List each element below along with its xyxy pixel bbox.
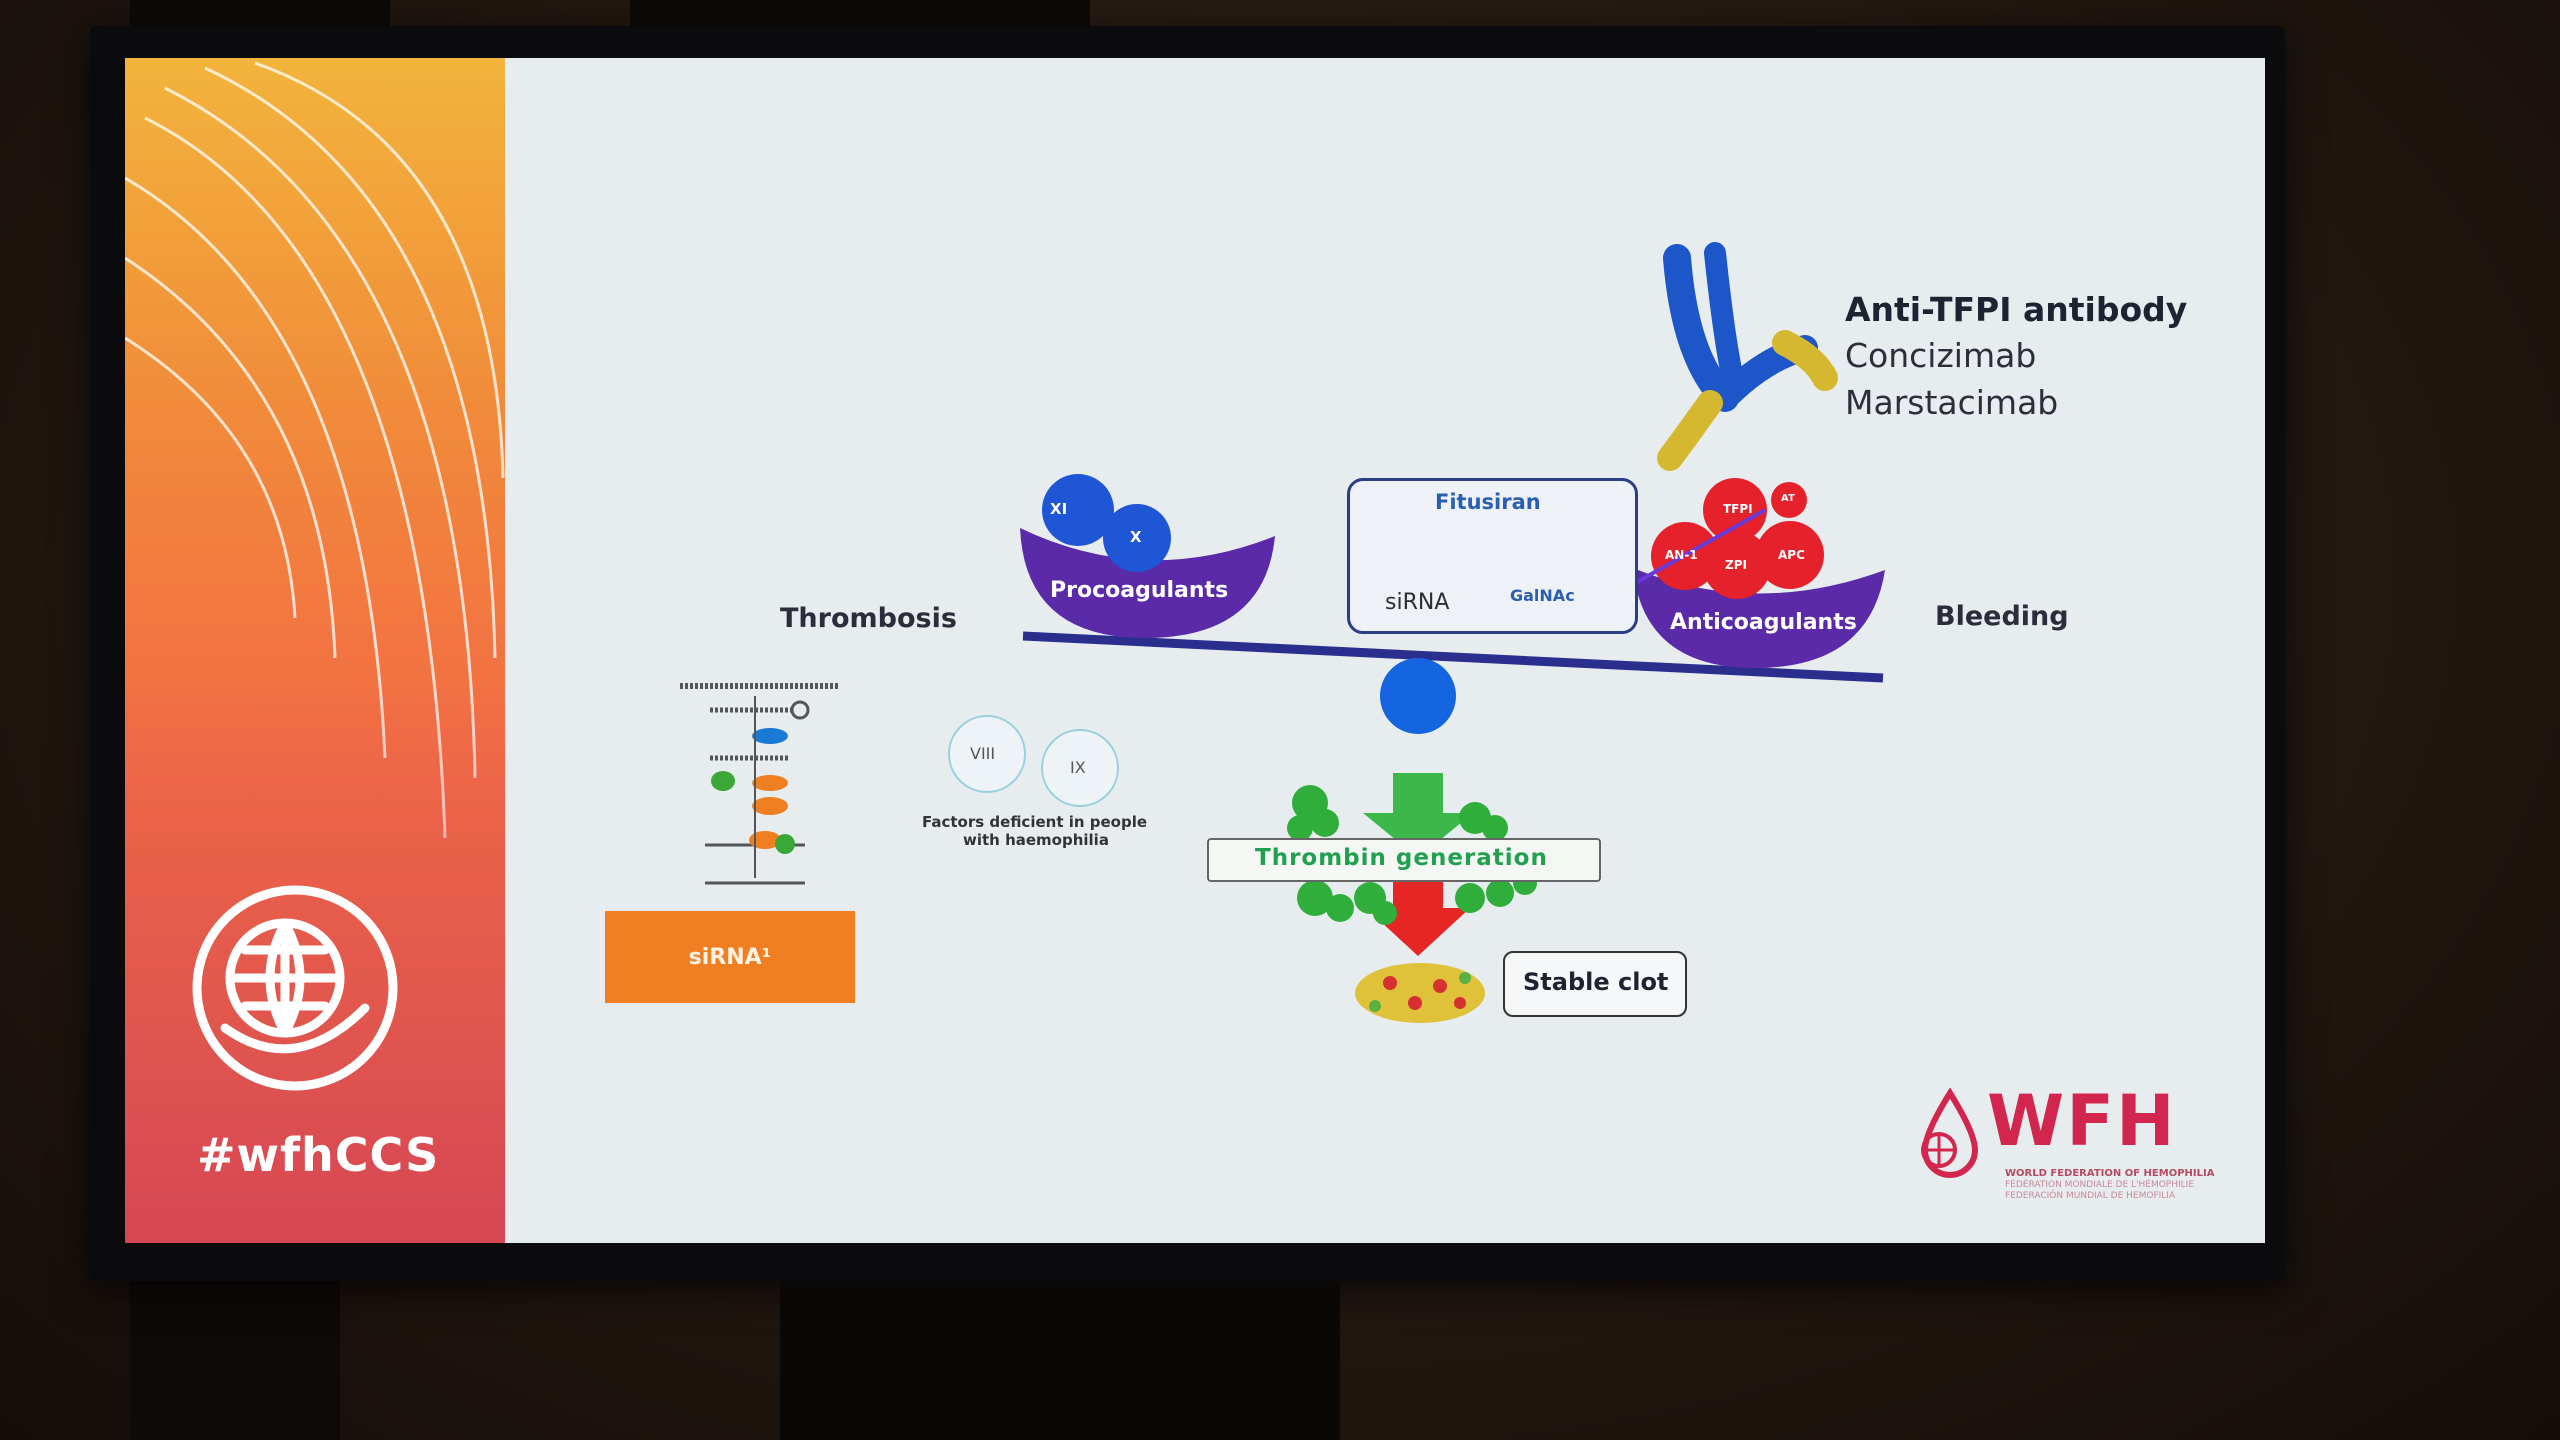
- factor-an1-label: AN-1: [1665, 548, 1698, 562]
- pillar: [130, 1281, 340, 1440]
- event-hashtag: #wfhCCS: [197, 1128, 440, 1182]
- antibody-icon: [1657, 242, 1838, 471]
- thrombosis-label: Thrombosis: [780, 603, 957, 634]
- factor-viii-circle: [948, 715, 1026, 793]
- drug-marstacimab: Marstacimab: [1845, 383, 2059, 422]
- globe-hand-icon: [192, 885, 398, 1091]
- sirna-button-label: siRNA¹: [688, 944, 772, 970]
- factor-viii-label: VIII: [970, 744, 996, 763]
- drug-concizimab: Concizimab: [1845, 336, 2037, 375]
- factor-apc: [1756, 521, 1824, 589]
- red-arrow-icon: [1366, 876, 1470, 956]
- bleeding-label: Bleeding: [1935, 601, 2069, 632]
- factor-apc-label: APC: [1778, 548, 1805, 562]
- fitusiran-title: Fitusiran: [1435, 490, 1541, 514]
- factor-zpi: [1703, 531, 1771, 599]
- tv-stand: [780, 1281, 1340, 1440]
- thrombin-generation-box: [1207, 838, 1601, 882]
- wfh-tagline-en: WORLD FEDERATION OF HEMOPHILIA: [2005, 1168, 2215, 1179]
- green-arrow-icon: [1363, 773, 1473, 858]
- city-skyline: [125, 683, 505, 1243]
- fulcrum-ball: [1380, 658, 1456, 734]
- balance-diagram: [680, 242, 1885, 1023]
- anticoagulants-label: Anticoagulants: [1670, 610, 1857, 635]
- sirna-label: siRNA: [1385, 590, 1450, 615]
- factor-at: [1771, 482, 1807, 518]
- anticoagulant-bowl: [1633, 568, 1885, 668]
- stable-clot-box: [1503, 951, 1687, 1017]
- procoagulants-label: Procoagulants: [1050, 578, 1229, 603]
- decorative-arcs: [125, 61, 505, 839]
- stable-clot-label: Stable clot: [1523, 968, 1669, 996]
- fitusiran-box: [1347, 478, 1638, 634]
- inhibit-arrow: [1629, 508, 1766, 588]
- factor-tfpi: [1703, 478, 1767, 542]
- factor-x: [1103, 504, 1171, 572]
- factors-note-line1: Factors deficient in people: [922, 813, 1148, 831]
- factor-xi: [1042, 474, 1114, 546]
- wfh-tagline-fr: FÉDÉRATION MONDIALE DE L'HÉMOPHILIE: [2005, 1180, 2195, 1190]
- pillar: [130, 0, 390, 30]
- pillar: [630, 0, 1090, 30]
- slide-screen: #wfhCCS: [125, 58, 2265, 1243]
- galnac-label: GalNAc: [1510, 586, 1575, 605]
- wfh-tagline-es: FEDERACIÓN MUNDIAL DE HEMOFILIA: [2005, 1191, 2176, 1201]
- factor-x-label: X: [1130, 528, 1142, 546]
- factor-at-label: AT: [1781, 493, 1795, 504]
- sirna-button: siRNA¹: [605, 911, 855, 1003]
- sirna-mechanism-figure: [680, 683, 840, 885]
- factor-xi-label: XI: [1050, 500, 1068, 518]
- procoagulant-bowl: [1020, 528, 1275, 638]
- balance-beam: [1022, 631, 1884, 683]
- thrombin-generation-label: Thrombin generation: [1255, 845, 1548, 871]
- factor-tfpi-label: TFPI: [1723, 502, 1753, 516]
- clot-icon: [1355, 963, 1485, 1023]
- factor-ix-circle: [1041, 729, 1119, 807]
- antibody-title: Anti-TFPI antibody: [1845, 290, 2188, 329]
- factor-zpi-label: ZPI: [1725, 558, 1747, 572]
- wfh-logo-text: WFH: [1987, 1080, 2177, 1162]
- factor-ix-label: IX: [1070, 758, 1086, 777]
- left-banner: #wfhCCS: [125, 58, 505, 1243]
- factors-note-line2: with haemophilia: [963, 831, 1109, 849]
- wfh-drop-globe-icon: [1921, 1088, 1979, 1178]
